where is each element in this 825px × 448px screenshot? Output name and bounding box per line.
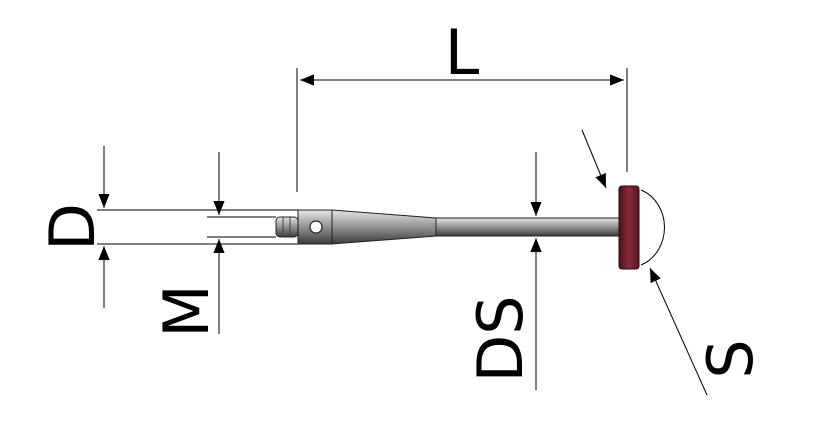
taper: [331, 209, 437, 245]
disc-tip: [618, 185, 640, 270]
stylus: [275, 185, 665, 270]
label-stem-diameter: DS: [464, 295, 537, 382]
dimension-diameter: D: [36, 146, 298, 308]
dimension-sphere: S: [581, 129, 767, 396]
dimension-thread: M: [150, 152, 276, 338]
label-length: L: [445, 16, 480, 89]
wrench-hole: [309, 220, 323, 234]
sphere-arc: [640, 189, 665, 266]
label-sphere: S: [694, 339, 767, 378]
label-diameter: D: [36, 203, 109, 251]
label-thread: M: [150, 284, 223, 338]
dimension-length: L: [296, 16, 628, 192]
dimension-stem-diameter: DS: [464, 152, 542, 390]
thread-part: [275, 216, 299, 238]
stem: [435, 217, 621, 237]
